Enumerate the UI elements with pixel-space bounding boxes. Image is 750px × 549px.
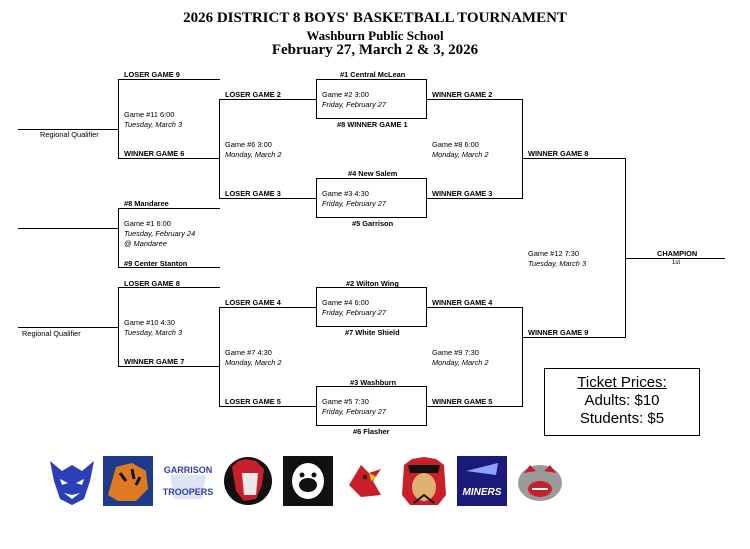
loser-game-4-label: LOSER GAME 4 [225, 298, 281, 307]
game-8-time: Game #8 6:00 [432, 140, 479, 149]
miners-logo-text: MINERS [463, 487, 502, 498]
bulldog-red-logo-icon [518, 465, 562, 501]
seed-9-label: #9 Center Stanton [124, 259, 188, 268]
first-place-label: 1st [672, 260, 681, 266]
bulldog-black-logo-icon [283, 456, 333, 506]
winner-game-7-label: WINNER GAME 7 [124, 357, 185, 366]
game-6-time: Game #6 3:00 [225, 140, 272, 149]
game-6-date: Monday, March 2 [225, 150, 282, 159]
wildcat-logo-icon [50, 461, 94, 505]
game-7-date: Monday, March 2 [225, 358, 282, 367]
game-4-date: Friday, February 27 [322, 308, 386, 317]
winner-game-9-label: WINNER GAME 9 [528, 328, 589, 337]
game-5-date: Friday, February 27 [322, 407, 386, 416]
game-10-time: Game #10 4:30 [124, 318, 175, 327]
game-4-time: Game #4 6:00 [322, 298, 369, 307]
game-12-date: Tuesday, March 3 [528, 259, 587, 268]
tournament-dates: February 27, March 2 & 3, 2026 [271, 42, 479, 58]
winner-game-6-label: WINNER GAME 6 [124, 149, 185, 158]
indian-chief-logo-icon [402, 457, 446, 505]
seed-1-label: #1 Central McLean [340, 70, 406, 79]
winner-game-2-label: WINNER GAME 2 [432, 90, 493, 99]
game-2-box [316, 79, 427, 119]
game-11-date: Tuesday, March 3 [124, 120, 183, 129]
game-1-location: @ Mandaree [124, 239, 167, 248]
game-8-date: Monday, March 2 [432, 150, 489, 159]
ticket-prices-box: Ticket Prices: Adults: $10 Students: $5 [544, 368, 700, 436]
game-9-time: Game #9 7:30 [432, 348, 479, 357]
seed-4-label: #4 New Salem [348, 169, 398, 178]
game-3-date: Friday, February 27 [322, 199, 386, 208]
game-9-date: Monday, March 2 [432, 358, 489, 367]
game-5-time: Game #5 7:30 [322, 397, 369, 406]
garrison-logo-text-1: GARRISON [164, 465, 213, 475]
garrison-troopers-logo: GARRISON TROOPERS [162, 455, 214, 507]
seed-8-winner-1-label: #8 WINNER GAME 1 [337, 120, 408, 129]
cardinal-logo-icon [349, 465, 381, 497]
game-1-time: Game #1 6:00 [124, 219, 171, 228]
game-7-time: Game #7 4:30 [225, 348, 272, 357]
game-2-time: Game #2 3:00 [322, 90, 369, 99]
seed-7-label: #7 White Shield [345, 328, 400, 337]
regional-qualifier-1: Regional Qualifier [40, 130, 99, 139]
loser-game-2-label: LOSER GAME 2 [225, 90, 281, 99]
chief-logo-icon [224, 457, 272, 505]
loser-game-5-label: LOSER GAME 5 [225, 397, 281, 406]
game-4-box [316, 287, 427, 327]
tournament-title: 2026 DISTRICT 8 BOYS' BASKETBALL TOURNAM… [183, 10, 567, 26]
game-1-date: Tuesday, February 24 [124, 229, 196, 238]
game-2-date: Friday, February 27 [322, 100, 386, 109]
game-11-time: Game #11 6:00 [124, 110, 175, 119]
seed-5-label: #5 Garrison [352, 219, 394, 228]
ticket-prices-title: Ticket Prices: [577, 374, 667, 391]
seed-3-label: #3 Washburn [350, 378, 397, 387]
loser-game-3-label: LOSER GAME 3 [225, 189, 281, 198]
winner-game-3-label: WINNER GAME 3 [432, 189, 493, 198]
game-10-date: Tuesday, March 3 [124, 328, 183, 337]
ticket-price-adults: Adults: $10 [584, 392, 660, 409]
game-5-box [316, 386, 427, 426]
regional-qualifier-2: Regional Qualifier [22, 329, 81, 338]
tiger-logo-icon [103, 456, 153, 506]
game-3-time: Game #3 4:30 [322, 189, 369, 198]
seed-2-label: #2 Wilton Wing [346, 279, 399, 288]
miners-logo-icon: MINERS [457, 456, 507, 506]
garrison-logo-text-2: TROOPERS [163, 487, 214, 497]
winner-game-8-label: WINNER GAME 8 [528, 149, 589, 158]
winner-game-4-label: WINNER GAME 4 [432, 298, 493, 307]
loser-game-9-label: LOSER GAME 9 [124, 70, 180, 79]
seed-6-label: #6 Flasher [353, 427, 390, 436]
loser-game-8-label: LOSER GAME 8 [124, 279, 180, 288]
winner-game-5-label: WINNER GAME 5 [432, 397, 493, 406]
champion-label: CHAMPION [657, 249, 698, 258]
game-3-box [316, 178, 427, 218]
seed-8-label: #8 Mandaree [124, 199, 169, 208]
host-school: Washburn Public School [306, 28, 444, 43]
ticket-price-students: Students: $5 [579, 410, 665, 427]
game-12-time: Game #12 7:30 [528, 249, 579, 258]
